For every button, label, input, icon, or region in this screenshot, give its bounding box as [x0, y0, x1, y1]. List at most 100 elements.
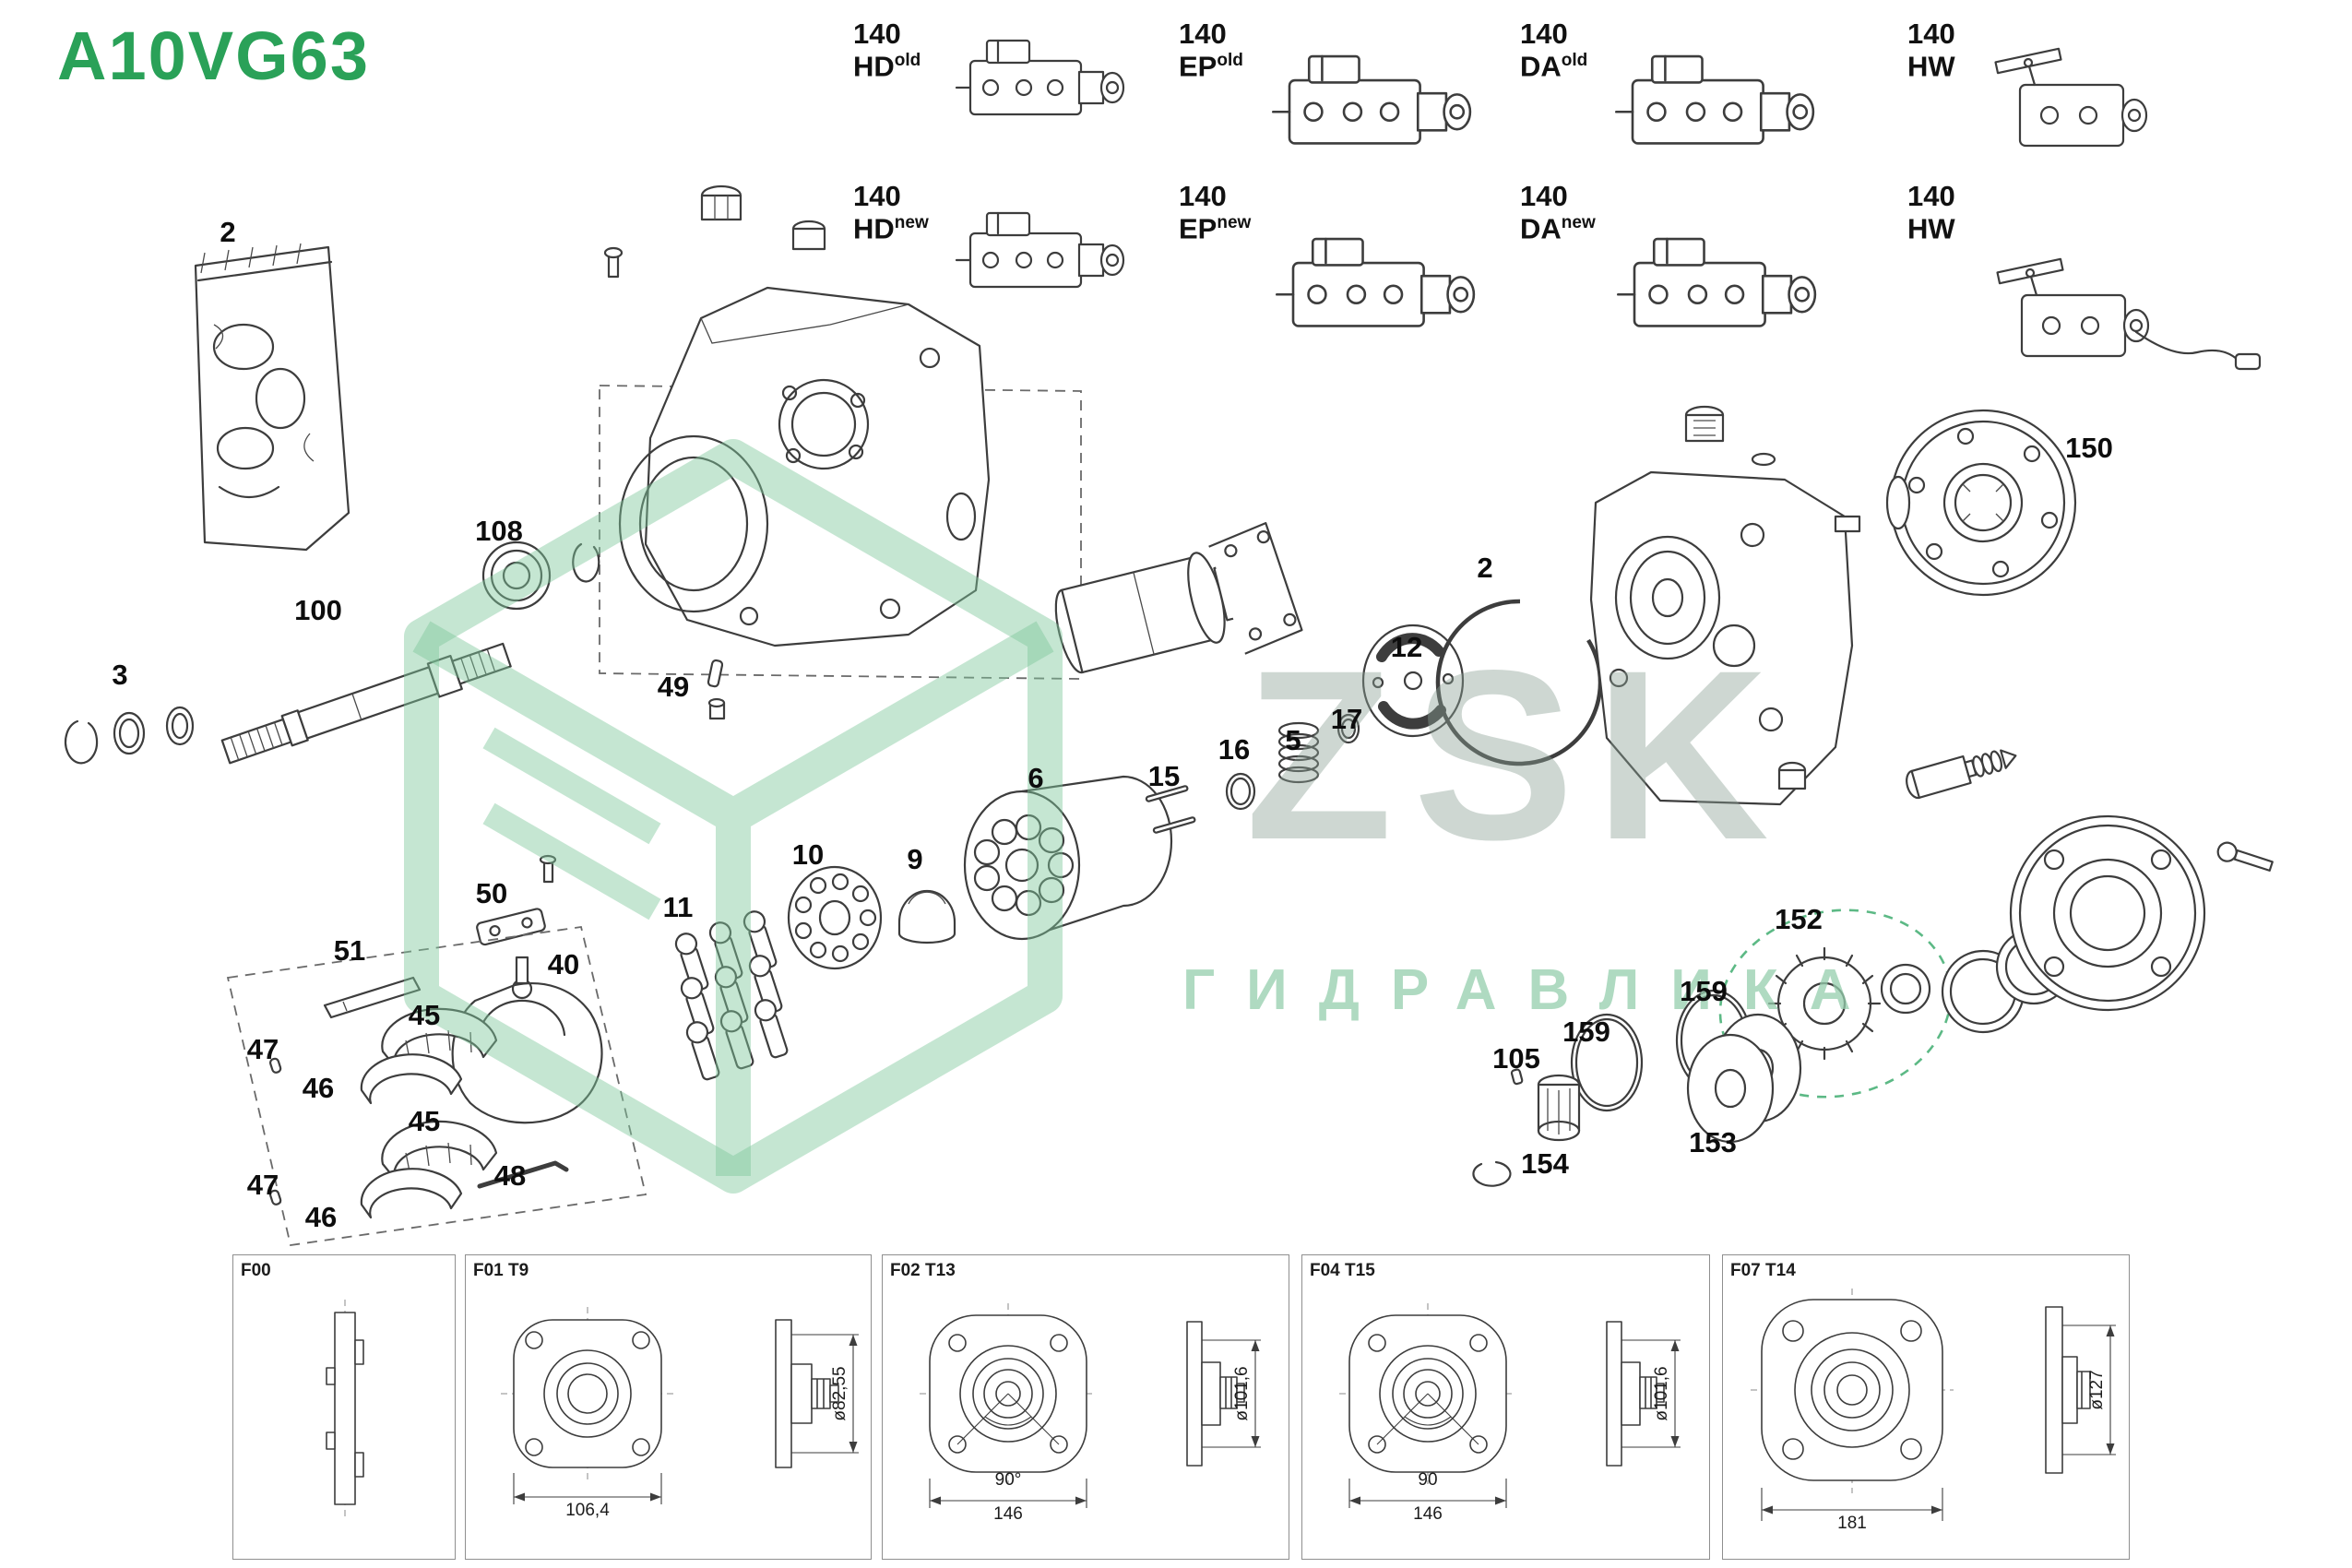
- flange-panel-f04-t15: F04 T15: [1301, 1254, 1710, 1560]
- spring-drawing: [1277, 721, 1320, 784]
- panel-id: F02 T13: [890, 1261, 956, 1280]
- module-number: 140: [1179, 18, 1227, 50]
- callout-shell-46-lower: 46: [304, 1201, 338, 1233]
- angle-dimension-label: 90°: [994, 1470, 1022, 1490]
- width-dimension-label: 146: [993, 1504, 1023, 1524]
- callout-ring-16: 16: [1218, 733, 1251, 766]
- retaining-bracket-drawing: [323, 976, 422, 1019]
- through-drive-drawing: [1054, 521, 1303, 674]
- flange-panel-f01-t9: F01 T9 106,4 ø82,55: [465, 1254, 872, 1560]
- module-number: 140: [1520, 18, 1568, 50]
- module-label-ep-new: 140 EPnew: [1179, 180, 1252, 245]
- module-code: HDold: [853, 50, 921, 83]
- retainer-plate-drawing: [787, 865, 883, 970]
- callout-pellet-47-lower: 47: [246, 1169, 279, 1201]
- callout-pellet-47-upper: 47: [246, 1033, 279, 1065]
- callout-cylinder-block-6: 6: [1028, 762, 1044, 794]
- page-title: A10VG63: [57, 18, 370, 94]
- callout-ball-guide-9: 9: [907, 843, 923, 875]
- module-label-hw-bottom: 140 HW: [1907, 180, 1955, 245]
- module-number: 140: [1907, 18, 1955, 50]
- front-housing-drawing: [603, 184, 991, 647]
- callout-bearing-108: 108: [475, 515, 523, 547]
- relief-valve-cartridge-drawing: [1906, 749, 2017, 800]
- module-code: EPnew: [1179, 212, 1252, 245]
- rear-cover-group: [1941, 814, 2274, 1034]
- cradle-bearing-upper-drawing: [360, 1007, 498, 1105]
- callout-cage-45-upper: 45: [408, 999, 441, 1031]
- callout-swashplate-40: 40: [547, 948, 580, 980]
- callout-plates-153: 153: [1689, 1126, 1737, 1158]
- callout-pins-15: 15: [1147, 760, 1181, 792]
- panel-id: F04 T15: [1310, 1261, 1375, 1280]
- panel-id: F00: [241, 1261, 271, 1280]
- hd-new-module-drawing: [955, 211, 1125, 289]
- link-plate-drawing: [476, 854, 557, 946]
- callout-pin-105: 105: [1492, 1042, 1540, 1075]
- ring-17-drawing: [1336, 713, 1360, 744]
- module-label-hw-top: 140 HW: [1907, 18, 1955, 83]
- flange-f00-drawing: [326, 1300, 364, 1517]
- flange-f07-drawing: [1751, 1289, 2116, 1521]
- diameter-dimension-label: ø82,55: [830, 1366, 849, 1421]
- module-code: EPold: [1179, 50, 1243, 83]
- callout-rod-48: 48: [493, 1159, 527, 1192]
- pins-drawing: [1145, 785, 1196, 834]
- pistons-drawing: [672, 908, 791, 1083]
- o-ring-large-drawing: [1435, 599, 1603, 766]
- feedback-rod-drawing: [477, 1160, 569, 1189]
- callout-pistons-11: 11: [662, 891, 694, 923]
- hw-module-bottom-drawing: [1996, 257, 2262, 371]
- hd-old-module-drawing: [955, 39, 1125, 116]
- callout-o-ring-159-left: 159: [1562, 1016, 1610, 1048]
- da-old-module-drawing: [1615, 54, 1815, 145]
- module-label-da-new: 140 DAnew: [1520, 180, 1596, 245]
- flange-f01-drawing: [501, 1307, 859, 1504]
- module-code: HDnew: [853, 212, 929, 245]
- module-code: HW: [1907, 50, 1955, 83]
- callout-valve-plate-12: 12: [1390, 631, 1423, 663]
- callout-coupling-154: 154: [1521, 1147, 1569, 1180]
- pin-49-drawing: [707, 659, 726, 720]
- cradle-dashed-outline: [226, 925, 647, 1247]
- angle-dimension-label: 90: [1418, 1470, 1438, 1490]
- module-label-hd-old: 140 HDold: [853, 18, 921, 83]
- flange-panel-f02-t13: F02 T13: [882, 1254, 1289, 1560]
- callout-retainer-10: 10: [791, 838, 825, 871]
- module-number: 140: [853, 18, 901, 50]
- width-dimension-label: 181: [1837, 1514, 1867, 1533]
- panel-id: F07 T14: [1730, 1261, 1796, 1280]
- rear-housing-drawing: [1589, 405, 1861, 806]
- module-number: 140: [1179, 180, 1227, 212]
- callout-cage-45-lower: 45: [408, 1105, 441, 1137]
- module-number: 140: [853, 180, 901, 212]
- module-label-da-old: 140 DAold: [1520, 18, 1587, 83]
- valve-plate-drawing: [1361, 624, 1465, 738]
- module-code: DAold: [1520, 50, 1588, 83]
- callout-pin-49: 49: [657, 671, 690, 703]
- ball-guide-drawing: [897, 889, 956, 944]
- pellet-lower-drawing: [268, 1189, 282, 1206]
- callout-o-ring-2: 2: [1477, 552, 1493, 584]
- callout-bracket-51: 51: [333, 934, 366, 967]
- seal-ring-16-drawing: [1225, 772, 1256, 811]
- flange-panel-f00: F00: [232, 1254, 456, 1560]
- module-code: HW: [1907, 212, 1955, 245]
- ep-old-module-drawing: [1272, 54, 1472, 145]
- hw-module-top-drawing: [1994, 47, 2148, 148]
- callout-shell-46-upper: 46: [302, 1072, 335, 1104]
- cylinder-block-drawing: [963, 775, 1173, 941]
- callout-spring-5: 5: [1285, 724, 1301, 756]
- end-cover-drawing: [1885, 409, 2077, 597]
- callout-ring-17: 17: [1330, 703, 1363, 735]
- callout-seal-rings-3: 3: [112, 659, 128, 691]
- flange-f04-drawing: [1339, 1303, 1681, 1508]
- diameter-dimension-label: ø101,6: [1232, 1366, 1252, 1421]
- cradle-bearing-lower-drawing: [360, 1120, 498, 1219]
- module-label-ep-old: 140 EPold: [1179, 18, 1243, 83]
- seal-kit-bag-drawing: [194, 243, 350, 552]
- module-number: 140: [1520, 180, 1568, 212]
- ep-new-module-drawing: [1276, 237, 1476, 327]
